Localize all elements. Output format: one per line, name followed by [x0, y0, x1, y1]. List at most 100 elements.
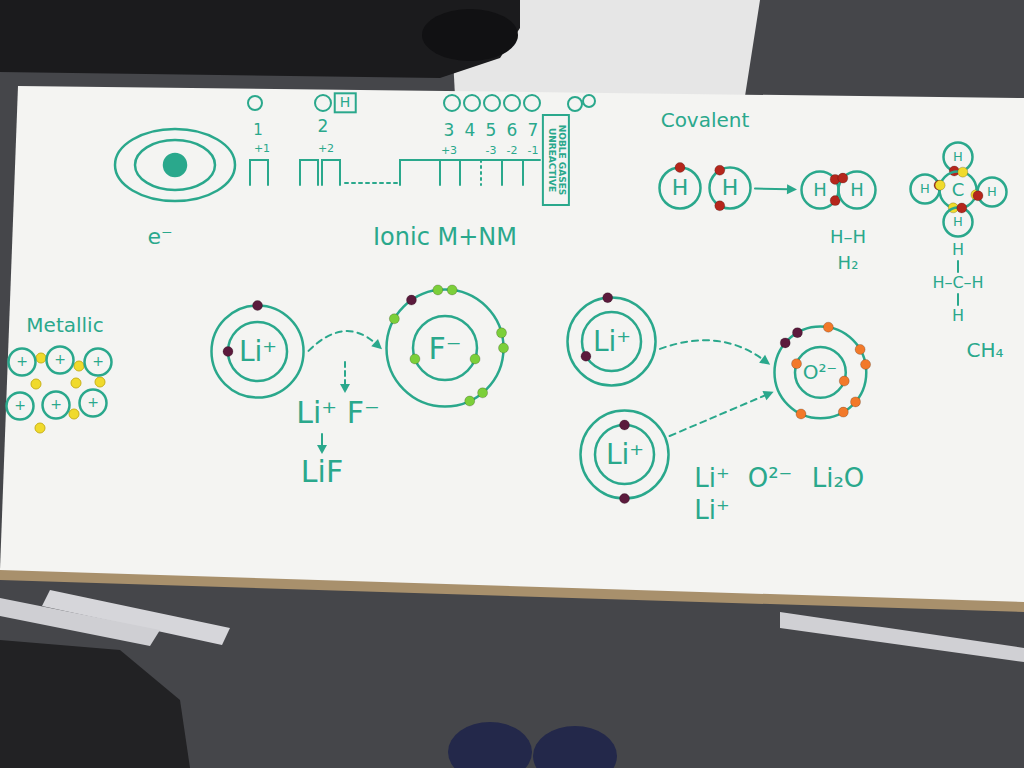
arrowhead — [787, 184, 797, 194]
node-text: H — [813, 180, 827, 200]
electron-shell — [115, 129, 235, 201]
dashed-arrow — [344, 362, 346, 386]
handwritten-label: H–H — [830, 228, 866, 246]
hydrogen-atom: H — [658, 166, 702, 210]
node-text-group: O²⁻ — [803, 361, 837, 383]
node-text-group: H — [850, 180, 864, 200]
hydrogen-atom: H — [942, 141, 974, 173]
electron-dot — [95, 377, 105, 387]
handwritten-label: -3 — [486, 145, 497, 156]
electron-dot — [715, 201, 725, 211]
electron-dot — [796, 409, 806, 419]
node-text: + — [16, 354, 28, 369]
handwritten-label: +2 — [318, 143, 334, 154]
handwritten-label: CH₄ — [966, 340, 1003, 360]
node-text: H — [920, 182, 930, 196]
node-text-group: H — [813, 180, 827, 200]
node-text: H — [953, 150, 963, 164]
reaction-arrow — [755, 184, 797, 194]
electron-dot — [465, 396, 475, 406]
trouser-leg — [0, 0, 520, 78]
node-text-group: H — [722, 176, 739, 200]
handwritten-label: Li⁺ F⁻ — [296, 398, 380, 428]
node-text: + — [14, 398, 26, 413]
outer-shell — [80, 390, 107, 417]
node-text-group: H — [340, 95, 351, 110]
electron-dot — [935, 180, 945, 190]
metal-ion: + — [5, 391, 35, 421]
hydrogen-atom: H — [837, 170, 877, 210]
handwritten-label: 1 — [253, 123, 263, 138]
group-step — [250, 160, 268, 185]
node-text-group: + — [92, 354, 104, 369]
outer-shell — [7, 393, 34, 420]
node-text-group: H — [953, 215, 963, 229]
electron-dot — [410, 354, 420, 364]
electron-dot — [223, 347, 233, 357]
electron-dot — [71, 378, 81, 388]
outer-shell — [839, 172, 876, 209]
electron-dot — [389, 314, 399, 324]
electron-dot — [860, 359, 870, 369]
handwritten-label: e⁻ — [147, 226, 172, 248]
electron-dot — [839, 376, 849, 386]
node-text: H — [340, 95, 351, 110]
handwritten-label: +1 — [254, 143, 270, 154]
handwritten-label: 2 — [318, 118, 329, 135]
handwritten-label: -2 — [507, 145, 518, 156]
element-circle — [568, 97, 582, 111]
electron-dot — [36, 353, 46, 363]
connector-line — [660, 340, 764, 360]
node-text: H — [672, 176, 689, 200]
inner-shell — [413, 316, 477, 380]
lithium-ion: Li⁺ — [579, 409, 670, 500]
electron-dot — [958, 167, 968, 177]
element-circle — [504, 95, 520, 111]
handwritten-label: Ionic M+NM — [373, 225, 517, 249]
outer-shell — [387, 290, 504, 407]
electron-dot — [792, 327, 802, 337]
handwritten-label: H — [952, 308, 964, 324]
table-leg — [0, 598, 160, 646]
electron-dot — [620, 494, 630, 504]
atom-sketch — [115, 129, 235, 201]
handwritten-label: Metallic — [26, 315, 103, 335]
node-text-group: + — [54, 352, 66, 367]
handwritten-label: LiF — [301, 457, 343, 487]
electron-dot — [850, 396, 860, 406]
electron-dot — [581, 352, 591, 362]
metal-ion: + — [7, 347, 37, 377]
node-text-group: + — [16, 354, 28, 369]
node-text: + — [50, 397, 62, 412]
node-text-group: + — [87, 395, 99, 410]
handwritten-label: 7 — [528, 122, 539, 139]
outer-shell — [774, 326, 866, 418]
handwritten-label: H₂ — [838, 254, 859, 272]
outer-shell — [43, 392, 70, 419]
electron-dot — [433, 285, 443, 295]
metal-ion: + — [45, 345, 75, 375]
electron-dot — [838, 173, 848, 183]
electron-dot — [603, 293, 613, 303]
outer-shell — [660, 168, 701, 209]
node-text: + — [54, 352, 66, 367]
electron-transfer-arrow — [660, 340, 770, 365]
metal-ion: + — [78, 388, 108, 418]
node-text-group: NOBLE GASES UNREACTIVE — [546, 118, 566, 202]
inner-shell — [228, 322, 287, 381]
outer-shell — [581, 411, 669, 499]
group-step — [400, 160, 540, 185]
electron-dot — [957, 203, 967, 213]
electron-transfer-arrow — [670, 391, 774, 436]
electron-dot — [855, 344, 865, 354]
outer-shell — [940, 172, 977, 209]
outer-shell — [47, 347, 74, 374]
free-electrons — [31, 353, 105, 433]
handwritten-label: 5 — [486, 122, 497, 139]
dotted-gap — [345, 182, 400, 184]
node-text: + — [87, 395, 99, 410]
element-circle — [583, 95, 595, 107]
metal-ion: + — [83, 347, 113, 377]
